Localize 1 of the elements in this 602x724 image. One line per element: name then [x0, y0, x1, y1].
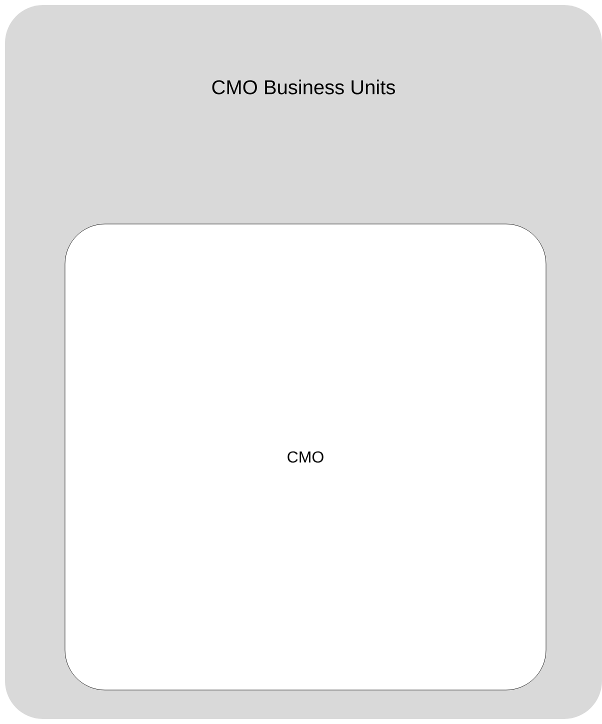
rounded-box: CMO [64, 224, 546, 690]
